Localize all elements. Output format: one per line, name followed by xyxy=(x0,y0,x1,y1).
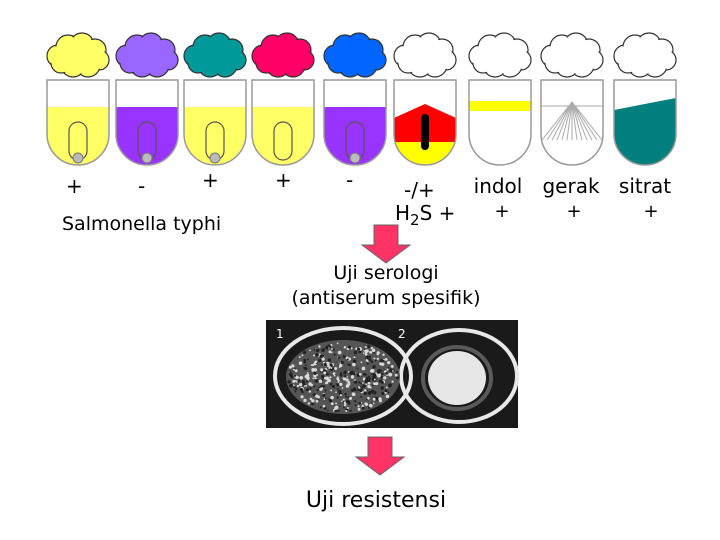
arrow-to-resistance xyxy=(354,436,406,476)
tube-cap-8 xyxy=(540,32,604,78)
arrow-to-serology xyxy=(360,224,412,264)
organism-name: Salmonella typhi xyxy=(62,213,222,235)
gas-bubble xyxy=(209,152,221,164)
h2s-black-precipitate xyxy=(421,114,429,150)
tube6-result: -/+ xyxy=(404,178,435,202)
tube-cap-2 xyxy=(115,32,179,78)
tube-glass xyxy=(183,79,247,166)
tube4-result: + xyxy=(275,168,292,192)
tube-3-contents xyxy=(184,80,246,165)
tube-5 xyxy=(323,79,387,166)
serology-line2: (antiserum spesifik) xyxy=(291,287,481,309)
citrate-slant xyxy=(614,98,676,165)
tube-5-contents xyxy=(324,80,386,165)
tube-cap-5 xyxy=(323,32,387,78)
gas-bubble xyxy=(349,152,361,164)
tube-1 xyxy=(46,79,110,166)
tube-8-contents xyxy=(541,80,603,165)
tube-9 xyxy=(613,79,677,166)
tube-cap-6 xyxy=(393,32,457,78)
plate-label-1: 1 xyxy=(276,327,284,341)
tube-6 xyxy=(393,79,457,166)
tube-9-contents xyxy=(614,80,676,165)
tube-glass xyxy=(251,79,315,166)
indol-result: + xyxy=(494,201,510,222)
tube-glass xyxy=(393,79,457,166)
gerak-result: + xyxy=(566,201,582,222)
stab-capsule xyxy=(273,121,293,161)
h2s-label: H2S + xyxy=(395,201,455,229)
h2s-sub: 2 xyxy=(410,211,420,229)
homogeneous-drop xyxy=(428,351,486,405)
tube2-result: - xyxy=(138,174,146,198)
h2s-prefix: H xyxy=(395,201,411,225)
tube-4 xyxy=(251,79,315,166)
tube-2 xyxy=(115,79,179,166)
tube3-result: + xyxy=(202,168,219,192)
indol-label: indol xyxy=(473,174,523,198)
tube-cap-3 xyxy=(183,32,247,78)
plate-1-ring xyxy=(273,326,413,426)
sitrat-result: + xyxy=(643,201,659,222)
sitrat-label: sitrat xyxy=(618,174,672,198)
tube-8 xyxy=(540,79,604,166)
plate-label-2: 2 xyxy=(398,327,406,341)
tube5-result: - xyxy=(346,168,354,192)
gas-bubble xyxy=(141,152,153,164)
tube-2-contents xyxy=(116,80,178,165)
agglutination-drop xyxy=(286,340,400,414)
indol-ring xyxy=(469,101,531,111)
plate-2-ring xyxy=(399,328,519,424)
resistance-label: Uji resistensi xyxy=(305,488,447,513)
tube-cap-1 xyxy=(46,32,110,78)
tube-cap-7 xyxy=(468,32,532,78)
tube-6-contents xyxy=(394,80,456,165)
tube1-result: + xyxy=(66,174,83,198)
tube-glass xyxy=(613,79,677,166)
tube-4-contents xyxy=(252,80,314,165)
tube-3 xyxy=(183,79,247,166)
tube-glass xyxy=(115,79,179,166)
tube-glass xyxy=(540,79,604,166)
gas-bubble xyxy=(72,152,84,164)
h2s-suffix: S + xyxy=(419,201,456,225)
tube-7 xyxy=(468,79,532,166)
tube-glass xyxy=(468,79,532,166)
tube-glass xyxy=(323,79,387,166)
gerak-label: gerak xyxy=(542,174,600,198)
tube-7-contents xyxy=(469,80,531,165)
serology-line1: Uji serologi xyxy=(333,262,439,284)
tube-glass xyxy=(46,79,110,166)
tube-cap-4 xyxy=(251,32,315,78)
tube-cap-9 xyxy=(613,32,677,78)
tube-1-contents xyxy=(47,80,109,165)
